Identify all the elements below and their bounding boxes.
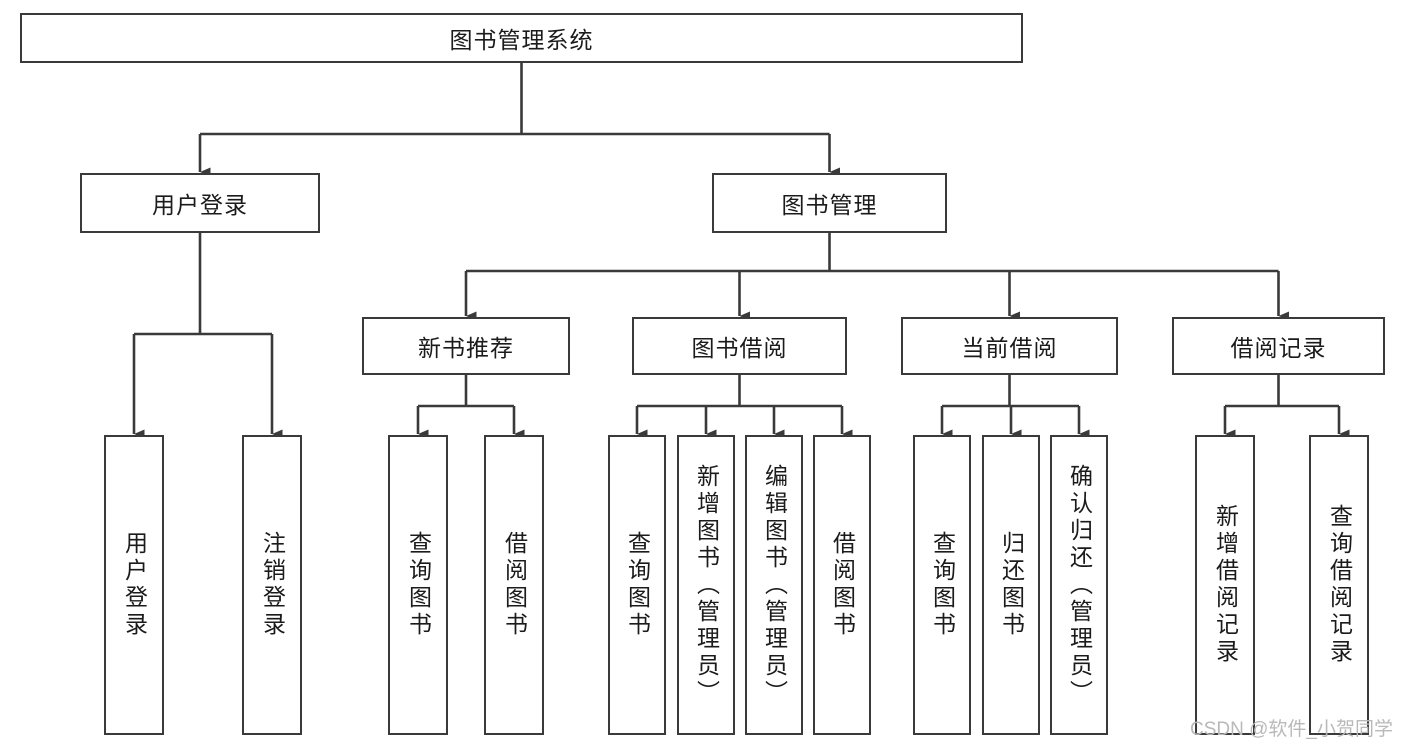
- node-new-book-recommend[interactable]: 新书推荐: [362, 317, 570, 375]
- node-book-management[interactable]: 图书管理: [712, 173, 947, 233]
- node-label: 新书推荐: [418, 335, 514, 361]
- node-leaf-logout[interactable]: 注销登录: [242, 435, 302, 735]
- node-current-borrow[interactable]: 当前借阅: [901, 317, 1118, 375]
- node-label: 新增图书（管理员）: [693, 463, 720, 707]
- node-user-login[interactable]: 用户登录: [80, 173, 320, 233]
- node-label: 编辑图书（管理员）: [761, 463, 788, 707]
- node-leaf-query-borrow-record[interactable]: 查询借阅记录: [1309, 435, 1369, 735]
- node-label: 用户登录: [152, 192, 248, 218]
- node-label: 查询图书: [929, 531, 956, 639]
- node-leaf-query-book-current[interactable]: 查询图书: [913, 435, 971, 735]
- node-leaf-confirm-return[interactable]: 确认归还（管理员）: [1050, 435, 1108, 735]
- node-label: 归还图书: [998, 531, 1025, 639]
- node-leaf-query-book-recommend[interactable]: 查询图书: [388, 435, 448, 735]
- node-leaf-add-borrow-record[interactable]: 新增借阅记录: [1195, 435, 1255, 735]
- node-leaf-query-book-borrow[interactable]: 查询图书: [608, 435, 666, 735]
- node-label: 图书借阅: [691, 335, 788, 361]
- node-label: 当前借阅: [961, 335, 1058, 361]
- node-label: 注销登录: [259, 531, 286, 639]
- node-leaf-return-book[interactable]: 归还图书: [982, 435, 1040, 735]
- node-root[interactable]: 图书管理系统: [20, 13, 1023, 63]
- node-leaf-borrow-book[interactable]: 借阅图书: [813, 435, 871, 735]
- node-label: 借阅图书: [501, 531, 528, 639]
- node-label: 确认归还（管理员）: [1066, 463, 1093, 707]
- node-leaf-user-login[interactable]: 用户登录: [104, 435, 164, 735]
- node-borrow-record[interactable]: 借阅记录: [1172, 317, 1385, 375]
- node-leaf-edit-book[interactable]: 编辑图书（管理员）: [745, 435, 803, 735]
- node-label: 图书管理系统: [449, 27, 594, 53]
- node-label: 用户登录: [121, 531, 148, 639]
- node-label: 查询图书: [405, 531, 432, 639]
- node-leaf-borrow-book-recommend[interactable]: 借阅图书: [484, 435, 544, 735]
- node-leaf-add-book[interactable]: 新增图书（管理员）: [677, 435, 735, 735]
- node-label: 查询图书: [624, 531, 651, 639]
- node-label: 查询借阅记录: [1326, 504, 1353, 666]
- node-label: 图书管理: [781, 192, 878, 218]
- node-label: 借阅图书: [829, 531, 856, 639]
- node-label: 新增借阅记录: [1212, 504, 1239, 666]
- node-label: 借阅记录: [1230, 335, 1327, 361]
- node-book-borrow[interactable]: 图书借阅: [632, 317, 847, 375]
